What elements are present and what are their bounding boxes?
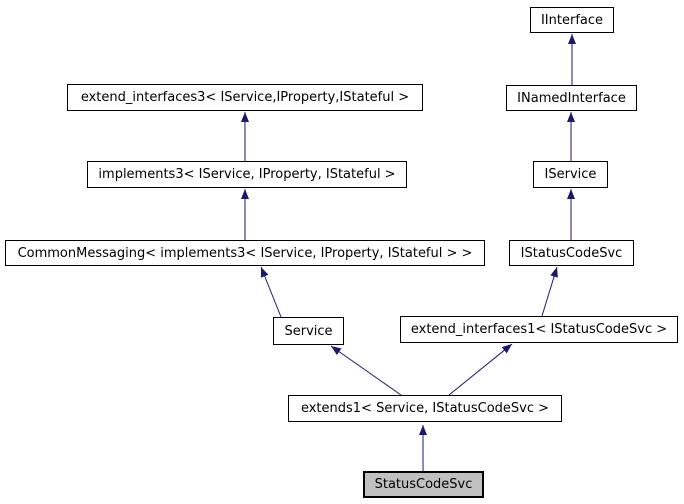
node-inamedinterface[interactable]: INamedInterface	[506, 85, 637, 111]
node-statuscodesvc[interactable]: StatusCodeSvc	[363, 471, 484, 498]
edge-extend-interfaces1-to-istatuscodesvc	[541, 266, 558, 317]
node-extend-interfaces3[interactable]: extend_interfaces3< IService,IProperty,I…	[67, 84, 423, 111]
node-implements3[interactable]: implements3< IService, IProperty, IState…	[87, 161, 407, 188]
node-service[interactable]: Service	[273, 317, 344, 345]
edge-extends1-to-extend-interfaces1	[448, 343, 513, 396]
edge-extends1-to-service	[330, 345, 402, 396]
node-extends1[interactable]: extends1< Service, IStatusCodeSvc >	[288, 395, 562, 422]
node-commonmessaging[interactable]: CommonMessaging< implements3< IService, …	[5, 240, 485, 266]
edge-service-to-commonmessaging	[260, 266, 282, 318]
node-iinterface[interactable]: IInterface	[530, 7, 614, 33]
node-extend-interfaces1[interactable]: extend_interfaces1< IStatusCodeSvc >	[400, 316, 678, 343]
node-istatuscodesvc[interactable]: IStatusCodeSvc	[509, 240, 634, 266]
node-iservice[interactable]: IService	[533, 161, 608, 188]
